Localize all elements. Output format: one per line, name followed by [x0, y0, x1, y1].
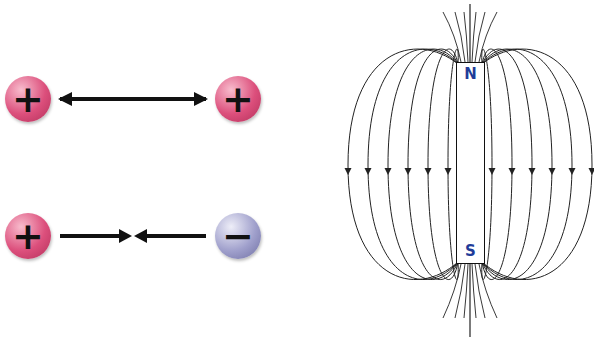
field-line: [482, 49, 552, 280]
field-arrow: [425, 168, 432, 175]
field-line: [479, 12, 497, 62]
arrowhead: [134, 229, 147, 243]
field-line: [443, 12, 461, 62]
field-line: [475, 12, 485, 62]
force-arrow: [60, 229, 206, 243]
field-arrow: [365, 168, 372, 175]
negative-charge: −: [215, 213, 261, 259]
field-arrow: [345, 168, 352, 175]
field-line: [475, 264, 485, 318]
field-arrow: [445, 168, 452, 175]
force-line: [60, 97, 206, 101]
positive-charge: +: [215, 76, 261, 122]
pole-label: N: [464, 67, 477, 82]
field-arrow: [569, 168, 576, 175]
field-line: [388, 49, 458, 280]
field-line: [455, 12, 465, 62]
field-arrow: [529, 168, 536, 175]
charge-sign: +: [12, 217, 44, 255]
field-arrow: [549, 168, 556, 175]
force-line: [60, 234, 121, 238]
field-line: [472, 12, 476, 62]
field-line: [482, 49, 512, 280]
arrowhead: [119, 229, 132, 243]
field-arrow: [589, 168, 594, 175]
field-line: [455, 264, 465, 318]
positive-charge: +: [5, 76, 51, 122]
charge-sign: +: [222, 80, 254, 118]
field-line: [428, 49, 458, 280]
field-line: [408, 49, 458, 280]
field-arrow: [385, 168, 392, 175]
bar-magnet: NS: [456, 62, 485, 264]
field-line: [482, 49, 572, 280]
charge-sign: −: [222, 217, 254, 255]
field-arrow: [405, 168, 412, 175]
pole-label: S: [465, 244, 476, 259]
field-line: [368, 49, 458, 280]
field-line: [482, 49, 532, 280]
field-line: [482, 49, 592, 280]
charge-sign: +: [12, 80, 44, 118]
field-line: [464, 12, 468, 62]
field-line: [472, 264, 476, 318]
field-line: [479, 264, 497, 318]
force-arrow: [60, 99, 206, 100]
force-line: [145, 234, 206, 238]
positive-charge: +: [5, 213, 51, 259]
field-line: [464, 264, 468, 318]
field-arrow: [509, 168, 516, 175]
field-line: [443, 264, 461, 318]
field-arrow: [489, 168, 496, 175]
field-line: [348, 49, 458, 280]
